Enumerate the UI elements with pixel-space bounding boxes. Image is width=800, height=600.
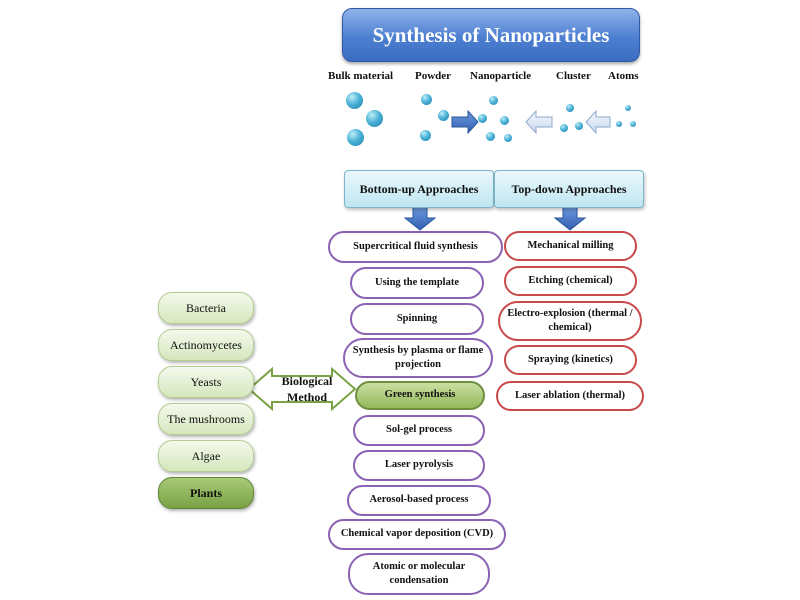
top-down-approaches: Top-down Approaches — [494, 170, 644, 208]
left-arrow-icon — [585, 109, 611, 135]
down-arrow-icon — [553, 206, 587, 231]
method-laser-ablation: Laser ablation (thermal) — [496, 381, 644, 411]
method-green-synthesis: Green synthesis — [355, 381, 485, 410]
method-atomic-condensation: Atomic or molecular condensation — [348, 553, 490, 595]
method-laser-pyrolysis: Laser pyrolysis — [353, 450, 485, 481]
stage-label-powder: Powder — [415, 70, 452, 82]
method-plasma-flame: Synthesis by plasma or flame projection — [343, 338, 493, 378]
method-electro-explosion: Electro-explosion (thermal / chemical) — [498, 301, 642, 341]
bottom-up-approaches: Bottom-up Approaches — [344, 170, 494, 208]
method-spraying: Spraying (kinetics) — [504, 345, 637, 375]
method-mechanical-milling: Mechanical milling — [504, 231, 637, 261]
organism-bacteria: Bacteria — [158, 292, 254, 324]
organism-plants: Plants — [158, 477, 254, 509]
stage-label-atoms: Atoms — [608, 70, 639, 82]
method-template: Using the template — [350, 267, 484, 299]
method-spinning: Spinning — [350, 303, 484, 335]
right-arrow-icon — [451, 109, 479, 135]
organism-actinomycetes: Actinomycetes — [158, 329, 254, 361]
double-arrow-icon — [247, 366, 357, 412]
method-sol-gel: Sol-gel process — [353, 415, 485, 446]
stage-label-cluster: Cluster — [556, 70, 591, 82]
organism-yeasts: Yeasts — [158, 366, 254, 398]
stage-label-bulk: Bulk material — [328, 70, 394, 82]
method-etching: Etching (chemical) — [504, 266, 637, 296]
left-arrow-icon — [525, 109, 553, 135]
method-aerosol: Aerosol-based process — [347, 485, 491, 516]
biological-method-label: Biological Method — [281, 374, 333, 405]
method-supercritical-fluid: Supercritical fluid synthesis — [328, 231, 503, 263]
organism-mushrooms: The mushrooms — [158, 403, 254, 435]
stage-label-nanoparticle: Nanoparticle — [470, 70, 532, 82]
down-arrow-icon — [403, 206, 437, 231]
method-cvd: Chemical vapor deposition (CVD) — [328, 519, 506, 550]
organism-algae: Algae — [158, 440, 254, 472]
diagram-title: Synthesis of Nanoparticles — [342, 8, 640, 62]
